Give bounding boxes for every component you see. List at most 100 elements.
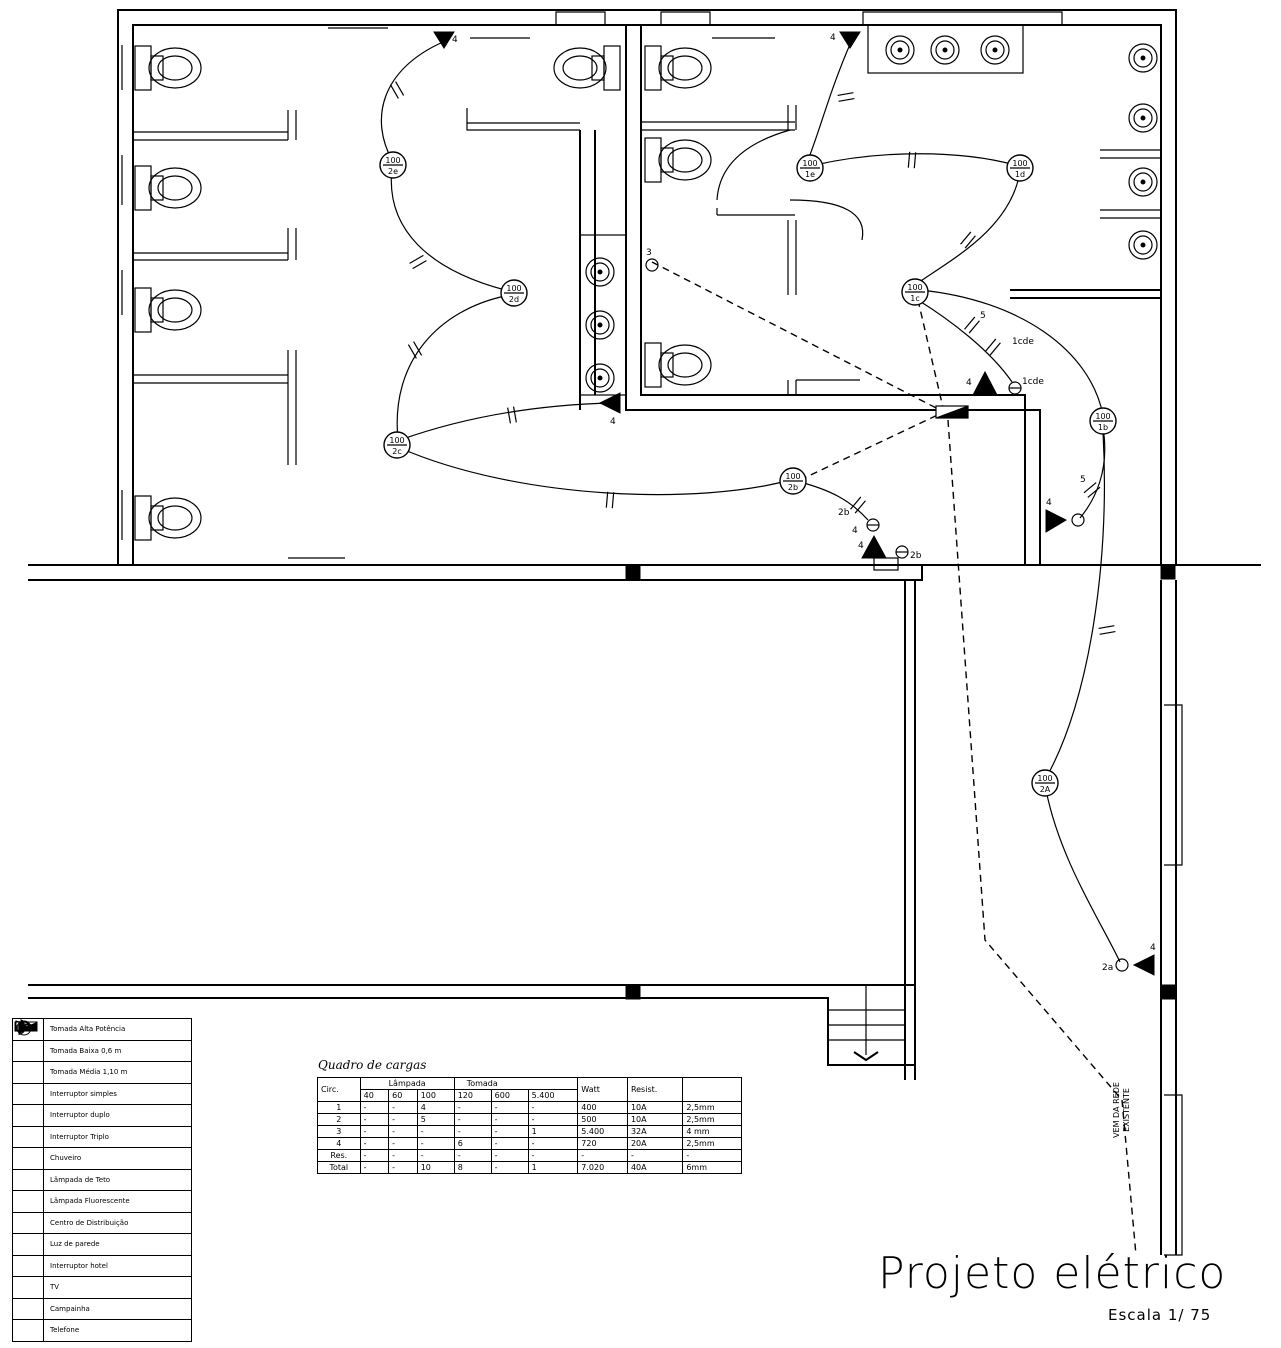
table-cell: - <box>527 1113 579 1126</box>
svg-text:5: 5 <box>980 311 986 321</box>
cable-tick <box>960 231 976 249</box>
toilet-icon <box>134 45 202 91</box>
sinks <box>579 24 1158 396</box>
legend-row: Interruptor duplo <box>12 1021 192 1127</box>
svg-text:4: 4 <box>830 33 836 43</box>
table-cell: 40A <box>626 1161 684 1174</box>
table-cell: - <box>388 1149 418 1162</box>
svg-text:4: 4 <box>1046 498 1052 508</box>
table-cell: - <box>359 1101 390 1114</box>
scale-label: Escala 1/ 75 <box>1108 1306 1212 1324</box>
legend-row: Lâmpada de Teto <box>12 1020 192 1191</box>
table-cell: - <box>453 1125 492 1138</box>
table-cell: - <box>490 1125 529 1138</box>
interruptor-simples-icon <box>12 1021 44 1105</box>
legend-label: Tomada Alta Potência <box>43 1018 192 1041</box>
lamp-power: 100 <box>802 159 817 168</box>
lamp-power: 100 <box>907 283 922 292</box>
table-cell: - <box>416 1137 455 1150</box>
legend-row: Luz de parede <box>12 1020 192 1256</box>
table-cell: - <box>490 1161 529 1174</box>
table-cell: - <box>626 1149 684 1162</box>
toilets <box>134 45 712 541</box>
interruptor-simples-icon <box>1115 958 1129 972</box>
table-cell: - <box>682 1149 742 1162</box>
wiring <box>380 41 1137 1256</box>
devices: 4 4 4 3 4 1cde 1cde 5 4 5 2b 4 4 2b 2a 4 <box>433 31 1156 976</box>
lamp-power: 100 <box>506 284 521 293</box>
cable-tick <box>1083 482 1101 498</box>
tomada-alta-icon <box>861 534 887 559</box>
lamp-circuit: 2d <box>509 295 519 304</box>
cable-tick <box>389 81 405 99</box>
table-cell: 4 <box>416 1101 455 1114</box>
legend-label: Chuveiro <box>43 1147 192 1170</box>
tomada-alta-icon <box>972 370 998 396</box>
tomada-alta-icon <box>598 392 621 414</box>
table-cell: - <box>388 1113 418 1126</box>
sink-icon <box>1128 167 1158 197</box>
table-cell: - <box>453 1149 492 1162</box>
table-cell: 2,5mm <box>682 1113 742 1126</box>
legend-label: Tomada Média 1,10 m <box>43 1061 192 1084</box>
tomada-baixa-icon <box>12 1018 44 1062</box>
network-note: VEM DA REDE EXISTENTE <box>1112 1082 1131 1138</box>
table-row: Res.--------- <box>317 1149 742 1162</box>
table-cell: - <box>490 1113 529 1126</box>
toilet-icon <box>644 45 712 91</box>
legend-row: Chuveiro <box>12 1021 192 1170</box>
lamp-power: 100 <box>785 472 800 481</box>
chuveiro-icon <box>12 1021 44 1170</box>
table-cell: 400 <box>577 1101 628 1114</box>
svg-text:3: 3 <box>646 248 652 258</box>
centro-distribuicao-icon <box>12 1021 44 1234</box>
table-cell: 2,5mm <box>682 1101 742 1114</box>
legend-row: TV <box>12 1020 192 1299</box>
header-watt: Watt <box>577 1077 628 1102</box>
load-table-title: Quadro de cargas <box>318 1058 427 1072</box>
svg-text:2b: 2b <box>838 508 850 518</box>
lamp-power: 100 <box>1095 412 1110 421</box>
table-cell: 6mm <box>682 1161 742 1174</box>
table-cell: 5.400 <box>577 1125 628 1138</box>
lamp-circuit: 1b <box>1098 423 1108 432</box>
svg-text:1cde: 1cde <box>1022 377 1044 387</box>
lamp-circuit: 1c <box>910 294 920 303</box>
table-cell: - <box>416 1149 455 1162</box>
cable-tick <box>837 92 855 102</box>
tomada-alta-icon <box>839 31 861 49</box>
table-cell: 1 <box>317 1101 361 1114</box>
lamp-circuit: 2b <box>788 483 798 492</box>
table-cell: - <box>416 1125 455 1138</box>
legend-label: Interruptor hotel <box>43 1254 192 1277</box>
walls <box>28 9 1261 1256</box>
lamp-circuit: 2c <box>392 447 402 456</box>
legend-row: Interruptor hotel <box>12 1021 192 1277</box>
legend-label: Tomada Baixa 0,6 m <box>43 1039 192 1062</box>
subheader-cell: 5.400 <box>527 1089 579 1102</box>
table-cell: 7.020 <box>577 1161 628 1174</box>
svg-text:4: 4 <box>610 417 616 427</box>
legend-label: Lâmpada Fluorescente <box>43 1190 192 1213</box>
subheader-cell: 60 <box>388 1089 418 1102</box>
sink-icon <box>585 363 615 393</box>
table-cell: - <box>527 1137 579 1150</box>
lamp-circuit: 2A <box>1040 785 1051 794</box>
svg-text:2b: 2b <box>910 551 922 561</box>
toilet-icon <box>134 165 202 211</box>
sink-icon <box>980 35 1010 65</box>
sink-icon <box>585 257 615 287</box>
table-cell: 4 mm <box>682 1125 742 1138</box>
legend-row: Tomada Baixa 0,6 m <box>12 1018 192 1062</box>
lampada-teto-icon <box>12 1020 44 1191</box>
table-cell: - <box>359 1149 390 1162</box>
tomada-alta-icon <box>1132 954 1155 976</box>
